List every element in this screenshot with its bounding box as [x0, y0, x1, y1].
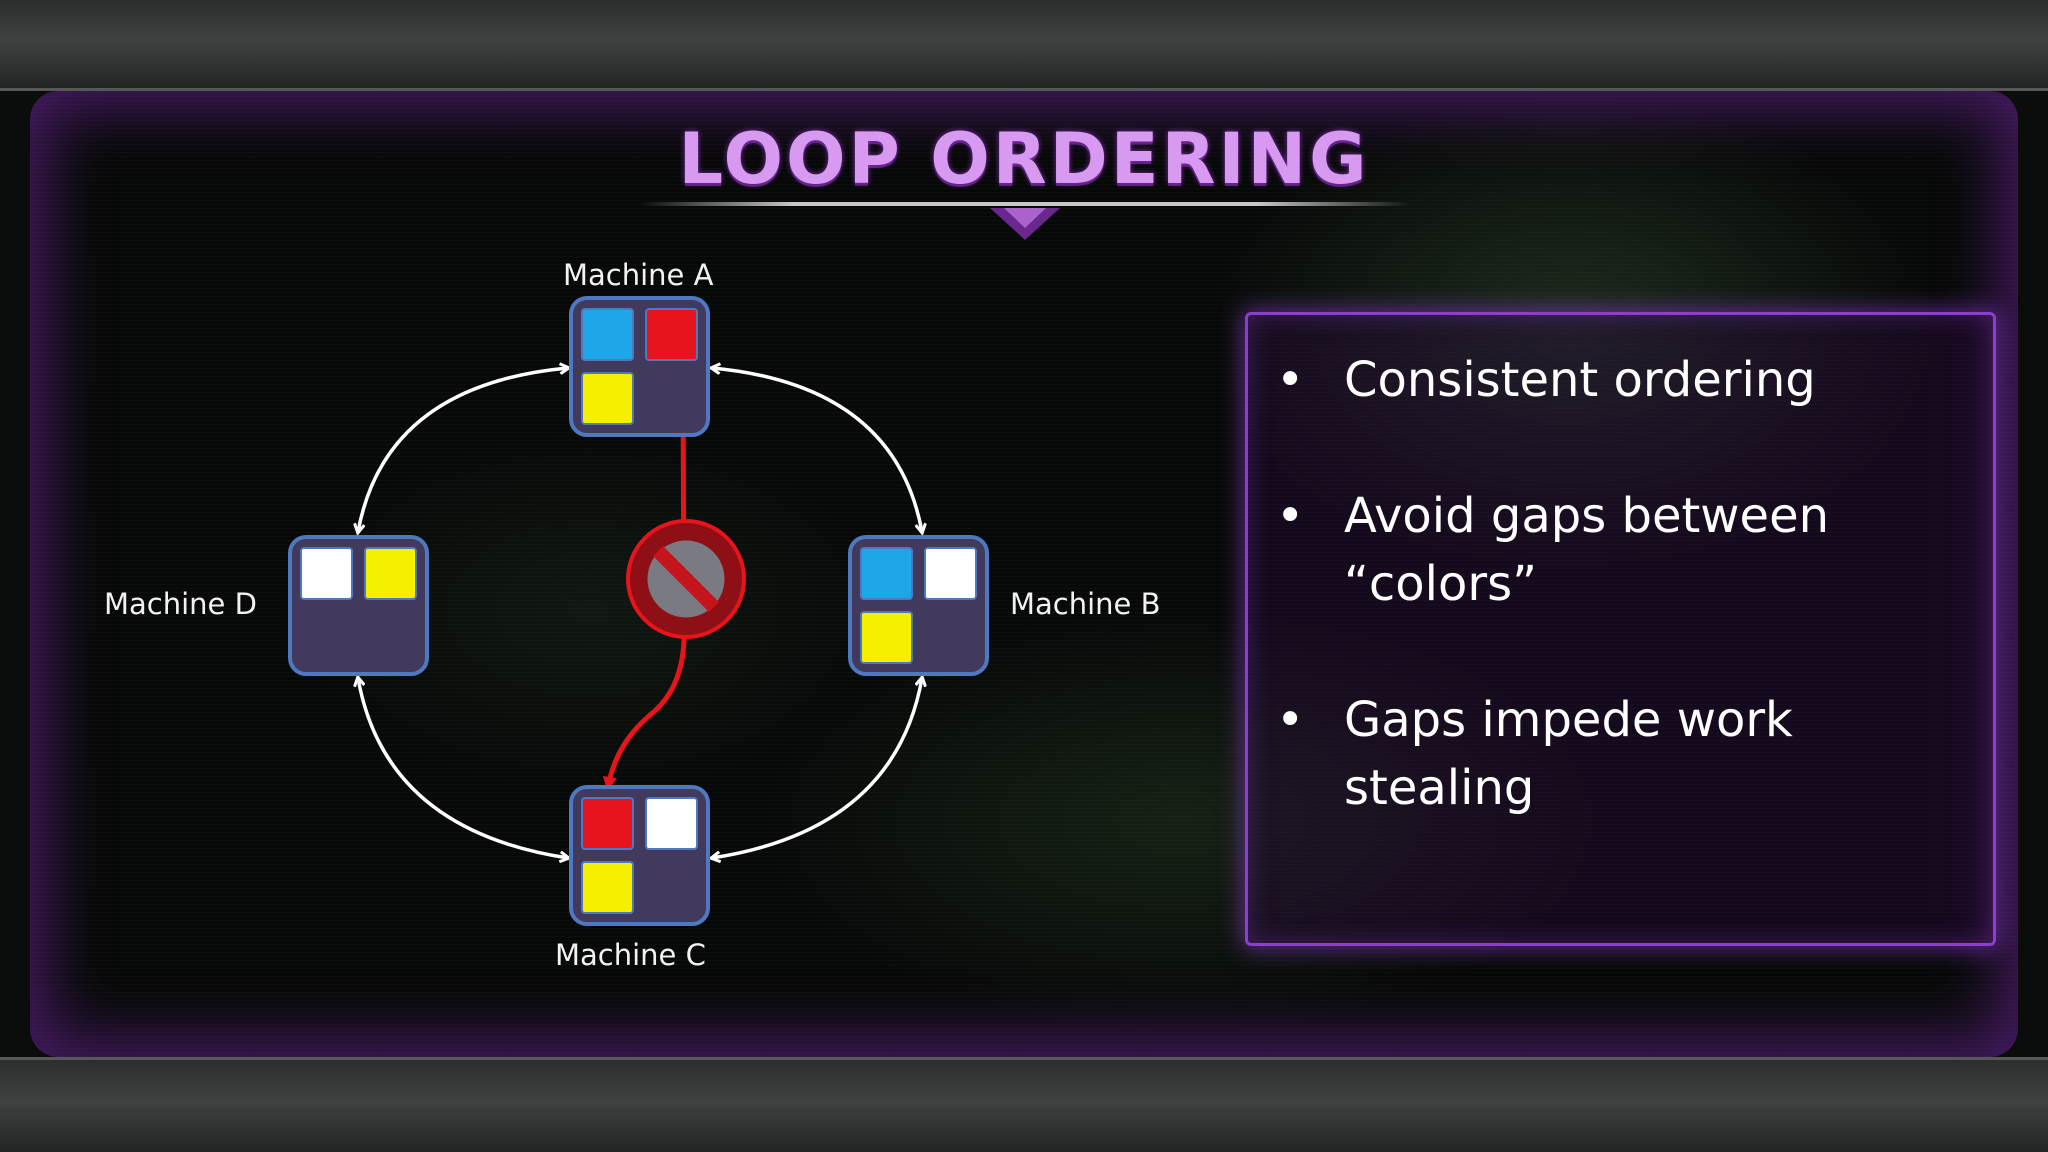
- machine-a-cell-2: [645, 308, 698, 361]
- title-underline: [640, 202, 1410, 206]
- machine-c-cell-3: [581, 861, 634, 914]
- machine-b-cell-2: [924, 547, 977, 600]
- bullet-marker: •: [1276, 692, 1305, 748]
- machine-d-cell-2: [364, 547, 417, 600]
- ring-arrow-a-b: [712, 368, 922, 532]
- machine-b-cell-1: [860, 547, 913, 600]
- machine-c-cell-1: [581, 797, 634, 850]
- machine-d-label: Machine D: [104, 587, 257, 621]
- machine-b-cell-3: [860, 611, 913, 664]
- machine-a-cell-4: [646, 373, 697, 424]
- ring-arrow-c-d: [358, 678, 568, 858]
- machine-a-label: Machine A: [563, 258, 714, 292]
- machine-c-cell-2: [645, 797, 698, 850]
- frame-bottom: [0, 1057, 2048, 1152]
- machine-b-box: [848, 535, 989, 676]
- bullet-marker: •: [1276, 488, 1305, 544]
- machine-a-box: [569, 296, 710, 437]
- machine-d-cell-4: [365, 612, 416, 663]
- no-entry-icon: [626, 519, 746, 639]
- machine-a-cell-3: [581, 372, 634, 425]
- ring-arrow-b-c: [712, 678, 922, 858]
- bullet-text: Gaps impede work stealing: [1344, 692, 1793, 816]
- machine-d-box: [288, 535, 429, 676]
- bullet-text: Avoid gaps between “colors”: [1344, 488, 1830, 612]
- machine-a-cell-1: [581, 308, 634, 361]
- slide-title: LOOP ORDERING: [678, 118, 1370, 200]
- machine-b-label: Machine B: [1010, 587, 1161, 621]
- frame-top: [0, 0, 2048, 91]
- title-ornament-icon: [990, 208, 1060, 240]
- bullet-marker: •: [1276, 352, 1305, 408]
- ring-arrow-d-a: [358, 368, 568, 532]
- blocked-arrow-c-a: [602, 372, 691, 791]
- machine-c-cell-4: [646, 862, 697, 913]
- machine-d-cell-1: [300, 547, 353, 600]
- machine-d-cell-3: [301, 612, 352, 663]
- bullet-panel: [1245, 312, 1996, 946]
- machine-c-label: Machine C: [555, 938, 706, 972]
- machine-c-box: [569, 785, 710, 926]
- machine-b-cell-4: [925, 612, 976, 663]
- bullet-text: Consistent ordering: [1344, 352, 1816, 408]
